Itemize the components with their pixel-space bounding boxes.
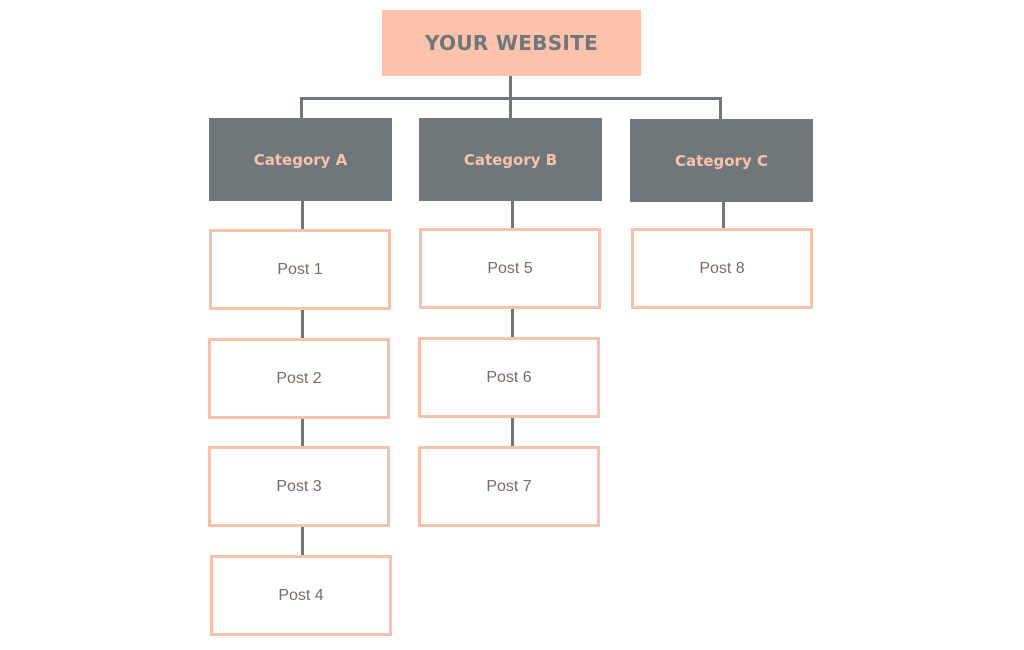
category-node-c: Category C	[630, 119, 813, 202]
connector-b-post5	[511, 201, 514, 229]
connector-a-post1	[301, 201, 304, 230]
category-c-label: Category C	[675, 151, 768, 170]
connector-post3-post4	[301, 527, 304, 556]
connector-post2-post3	[301, 419, 304, 447]
post-8-label: Post 8	[699, 259, 745, 277]
post-node-1: Post 1	[209, 229, 391, 310]
post-2-label: Post 2	[276, 369, 322, 387]
post-node-7: Post 7	[418, 446, 600, 527]
category-node-a: Category A	[209, 118, 392, 201]
connector-category-b	[509, 97, 512, 118]
post-node-8: Post 8	[631, 228, 813, 309]
post-node-4: Post 4	[210, 555, 392, 636]
category-a-label: Category A	[253, 150, 348, 169]
post-5-label: Post 5	[487, 259, 533, 277]
connector-post5-post6	[511, 309, 514, 338]
connector-post1-post2	[301, 310, 304, 339]
connector-root-down	[509, 76, 512, 100]
connector-category-a	[300, 97, 303, 118]
post-node-6: Post 6	[418, 337, 600, 418]
post-node-2: Post 2	[208, 338, 390, 419]
category-node-b: Category B	[419, 118, 602, 201]
post-1-label: Post 1	[277, 260, 323, 278]
root-node: YOUR WEBSITE	[382, 10, 641, 76]
category-b-label: Category B	[463, 150, 558, 169]
connector-category-c	[719, 97, 722, 119]
post-node-3: Post 3	[208, 446, 390, 527]
post-node-5: Post 5	[419, 228, 601, 309]
post-6-label: Post 6	[486, 368, 532, 386]
root-label: YOUR WEBSITE	[424, 31, 599, 55]
connector-post6-post7	[511, 418, 514, 447]
post-3-label: Post 3	[276, 477, 322, 495]
post-7-label: Post 7	[486, 477, 532, 495]
connector-c-post8	[722, 202, 725, 229]
post-4-label: Post 4	[278, 586, 324, 604]
